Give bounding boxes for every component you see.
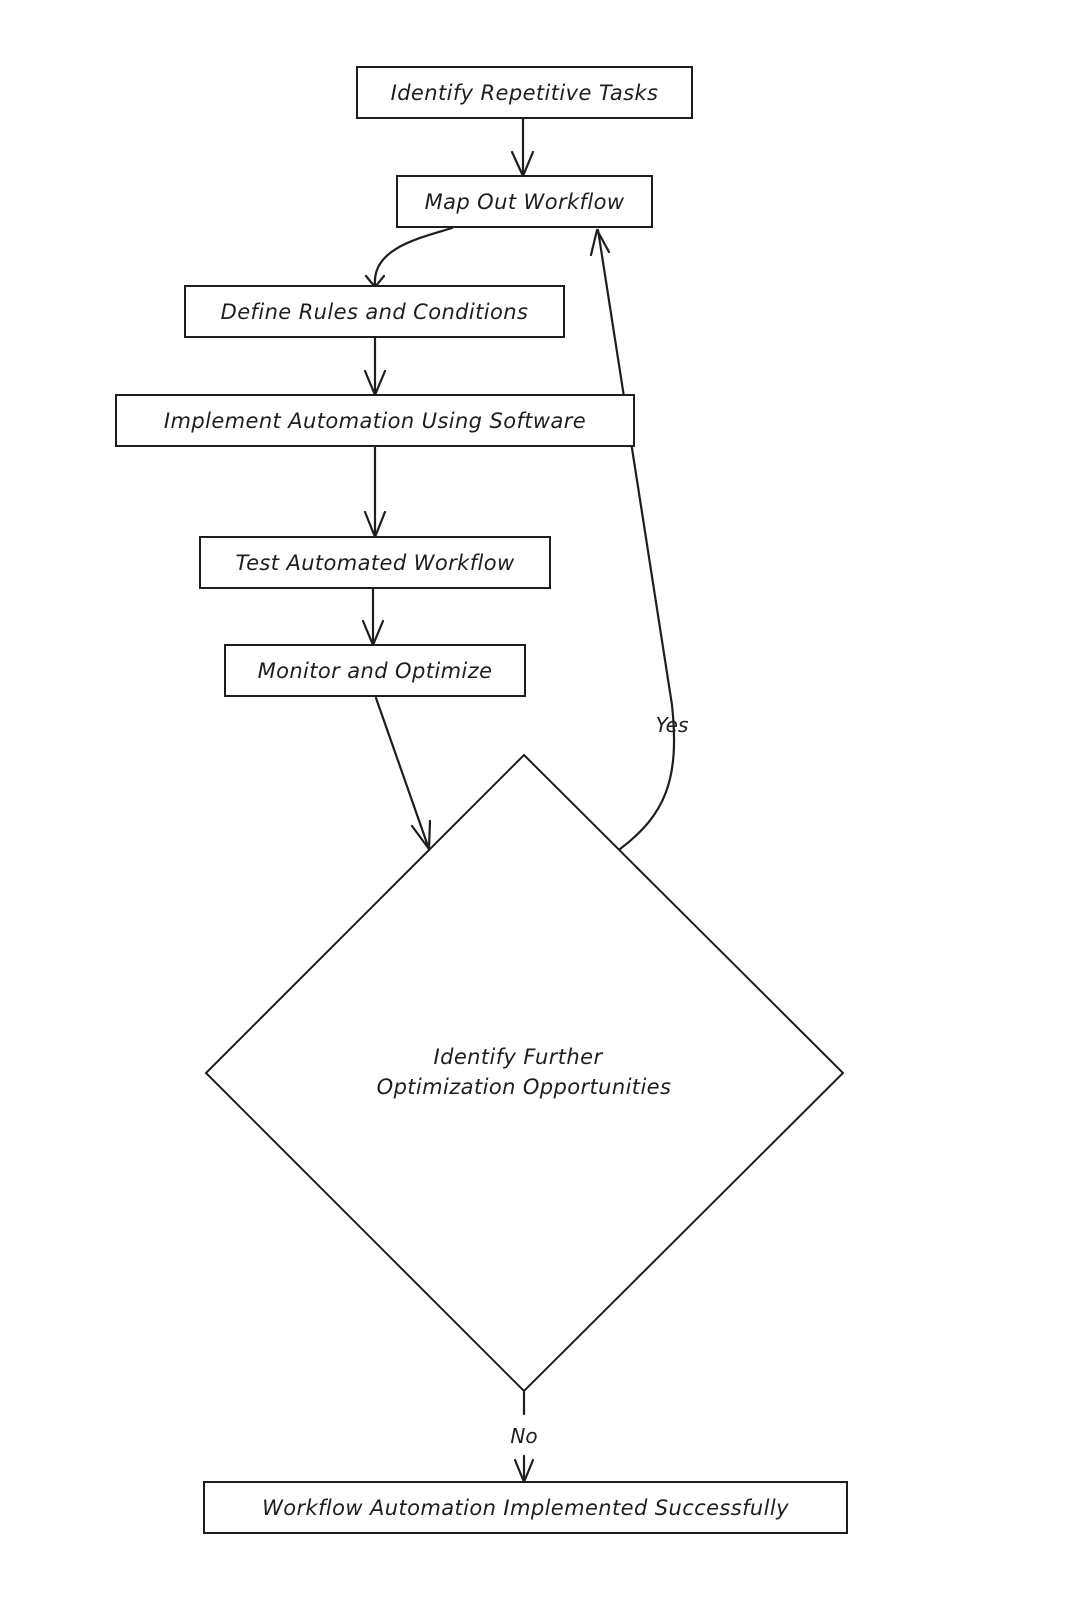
node-test-automated-workflow: Test Automated Workflow: [199, 536, 551, 589]
node-label: Identify Repetitive Tasks: [391, 81, 659, 105]
node-label: Workflow Automation Implemented Successf…: [262, 1496, 789, 1520]
node-workflow-success: Workflow Automation Implemented Successf…: [203, 1481, 848, 1534]
node-implement-automation: Implement Automation Using Software: [115, 394, 635, 447]
node-identify-repetitive-tasks: Identify Repetitive Tasks: [356, 66, 693, 119]
node-label: Define Rules and Conditions: [221, 300, 529, 324]
node-label: Monitor and Optimize: [258, 659, 493, 683]
arrowhead-yes-map: [589, 228, 611, 257]
edge-label-yes: Yes: [656, 713, 689, 737]
edges: [361, 116, 676, 1484]
node-label: Map Out Workflow: [425, 190, 625, 214]
node-decision-further-optimization: Identify Further Optimization Opportunit…: [204, 753, 845, 1393]
edge-monitor-to-decision: [374, 696, 431, 851]
node-label: Implement Automation Using Software: [164, 409, 586, 433]
node-map-out-workflow: Map Out Workflow: [396, 175, 653, 228]
edge-decision-yes-to-map: [596, 228, 676, 851]
node-monitor-and-optimize: Monitor and Optimize: [224, 644, 526, 697]
node-define-rules-and-conditions: Define Rules and Conditions: [184, 285, 565, 338]
edge-label-no: No: [510, 1424, 537, 1448]
decision-label-line2: Optimization Opportunities: [377, 1075, 672, 1099]
decision-label-line1: Identify Further: [434, 1045, 604, 1069]
edge-map-to-define: [373, 226, 454, 287]
node-label: Test Automated Workflow: [235, 551, 515, 575]
